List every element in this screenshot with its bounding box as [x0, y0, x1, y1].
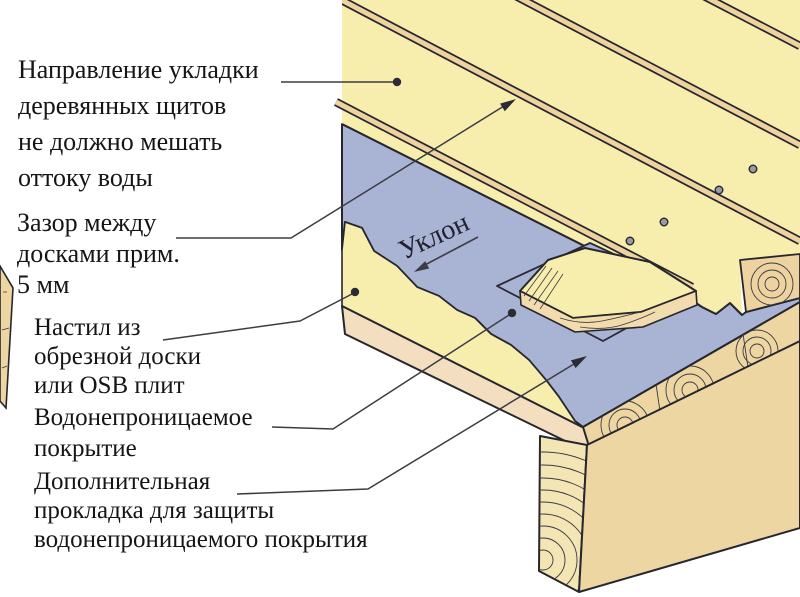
label-line: или OSB плит — [34, 372, 185, 399]
label-line: Настил из — [34, 314, 141, 341]
label-line: досками прим. — [17, 239, 180, 268]
label-line: водонепроницаемого покрытия — [34, 526, 368, 553]
joist-end-face — [538, 435, 588, 593]
label-line: обрезной доски — [34, 343, 201, 370]
dot-waterproof — [507, 308, 517, 318]
leader-waterproof — [271, 314, 510, 430]
leader-lines — [162, 81, 575, 495]
dot-decking — [350, 287, 360, 297]
label-line: Дополнительная — [34, 468, 211, 495]
label-board-gap: Зазор между досками прим. 5 мм — [17, 207, 180, 300]
label-line: Зазор между — [17, 208, 157, 237]
plank-cut-face — [739, 253, 800, 313]
deck-screws — [625, 164, 758, 246]
label-protective-pad: Дополнительная прокладка для защиты водо… — [34, 467, 368, 554]
leader-board-gap — [176, 105, 505, 239]
label-line: прокладка для защиты — [34, 497, 275, 524]
arrow-protective-pad — [570, 356, 587, 369]
label-line: не должно мешать — [18, 127, 223, 156]
leader-endpoints — [350, 77, 587, 369]
label-line: Водонепроницаемое — [34, 404, 253, 431]
plank-gaps — [342, 0, 800, 245]
arrow-board-gap — [500, 99, 516, 112]
cutaway-plank-block — [519, 247, 698, 333]
label-decking: Настил из обрезной доски или OSB плит — [34, 313, 201, 400]
label-line: Направление укладки — [18, 55, 259, 84]
label-laying-direction: Направление укладки деревянных щитов не … — [18, 52, 259, 196]
leader-protective-pad — [236, 363, 575, 495]
label-line: 5 мм — [17, 270, 70, 299]
label-line: деревянных щитов — [18, 91, 227, 120]
block-end-grain — [523, 265, 656, 329]
label-line: оттоку воды — [18, 163, 153, 192]
joist-side-face — [578, 340, 800, 593]
label-line: покрытие — [34, 435, 137, 462]
dot-laying-direction — [392, 77, 402, 87]
left-edge-wood-fragment — [0, 264, 14, 411]
slope-arrow — [414, 236, 479, 272]
deck-planks — [334, 0, 800, 316]
leader-decking — [162, 293, 353, 341]
label-waterproof-layer: Водонепроницаемое покрытие — [34, 402, 253, 464]
